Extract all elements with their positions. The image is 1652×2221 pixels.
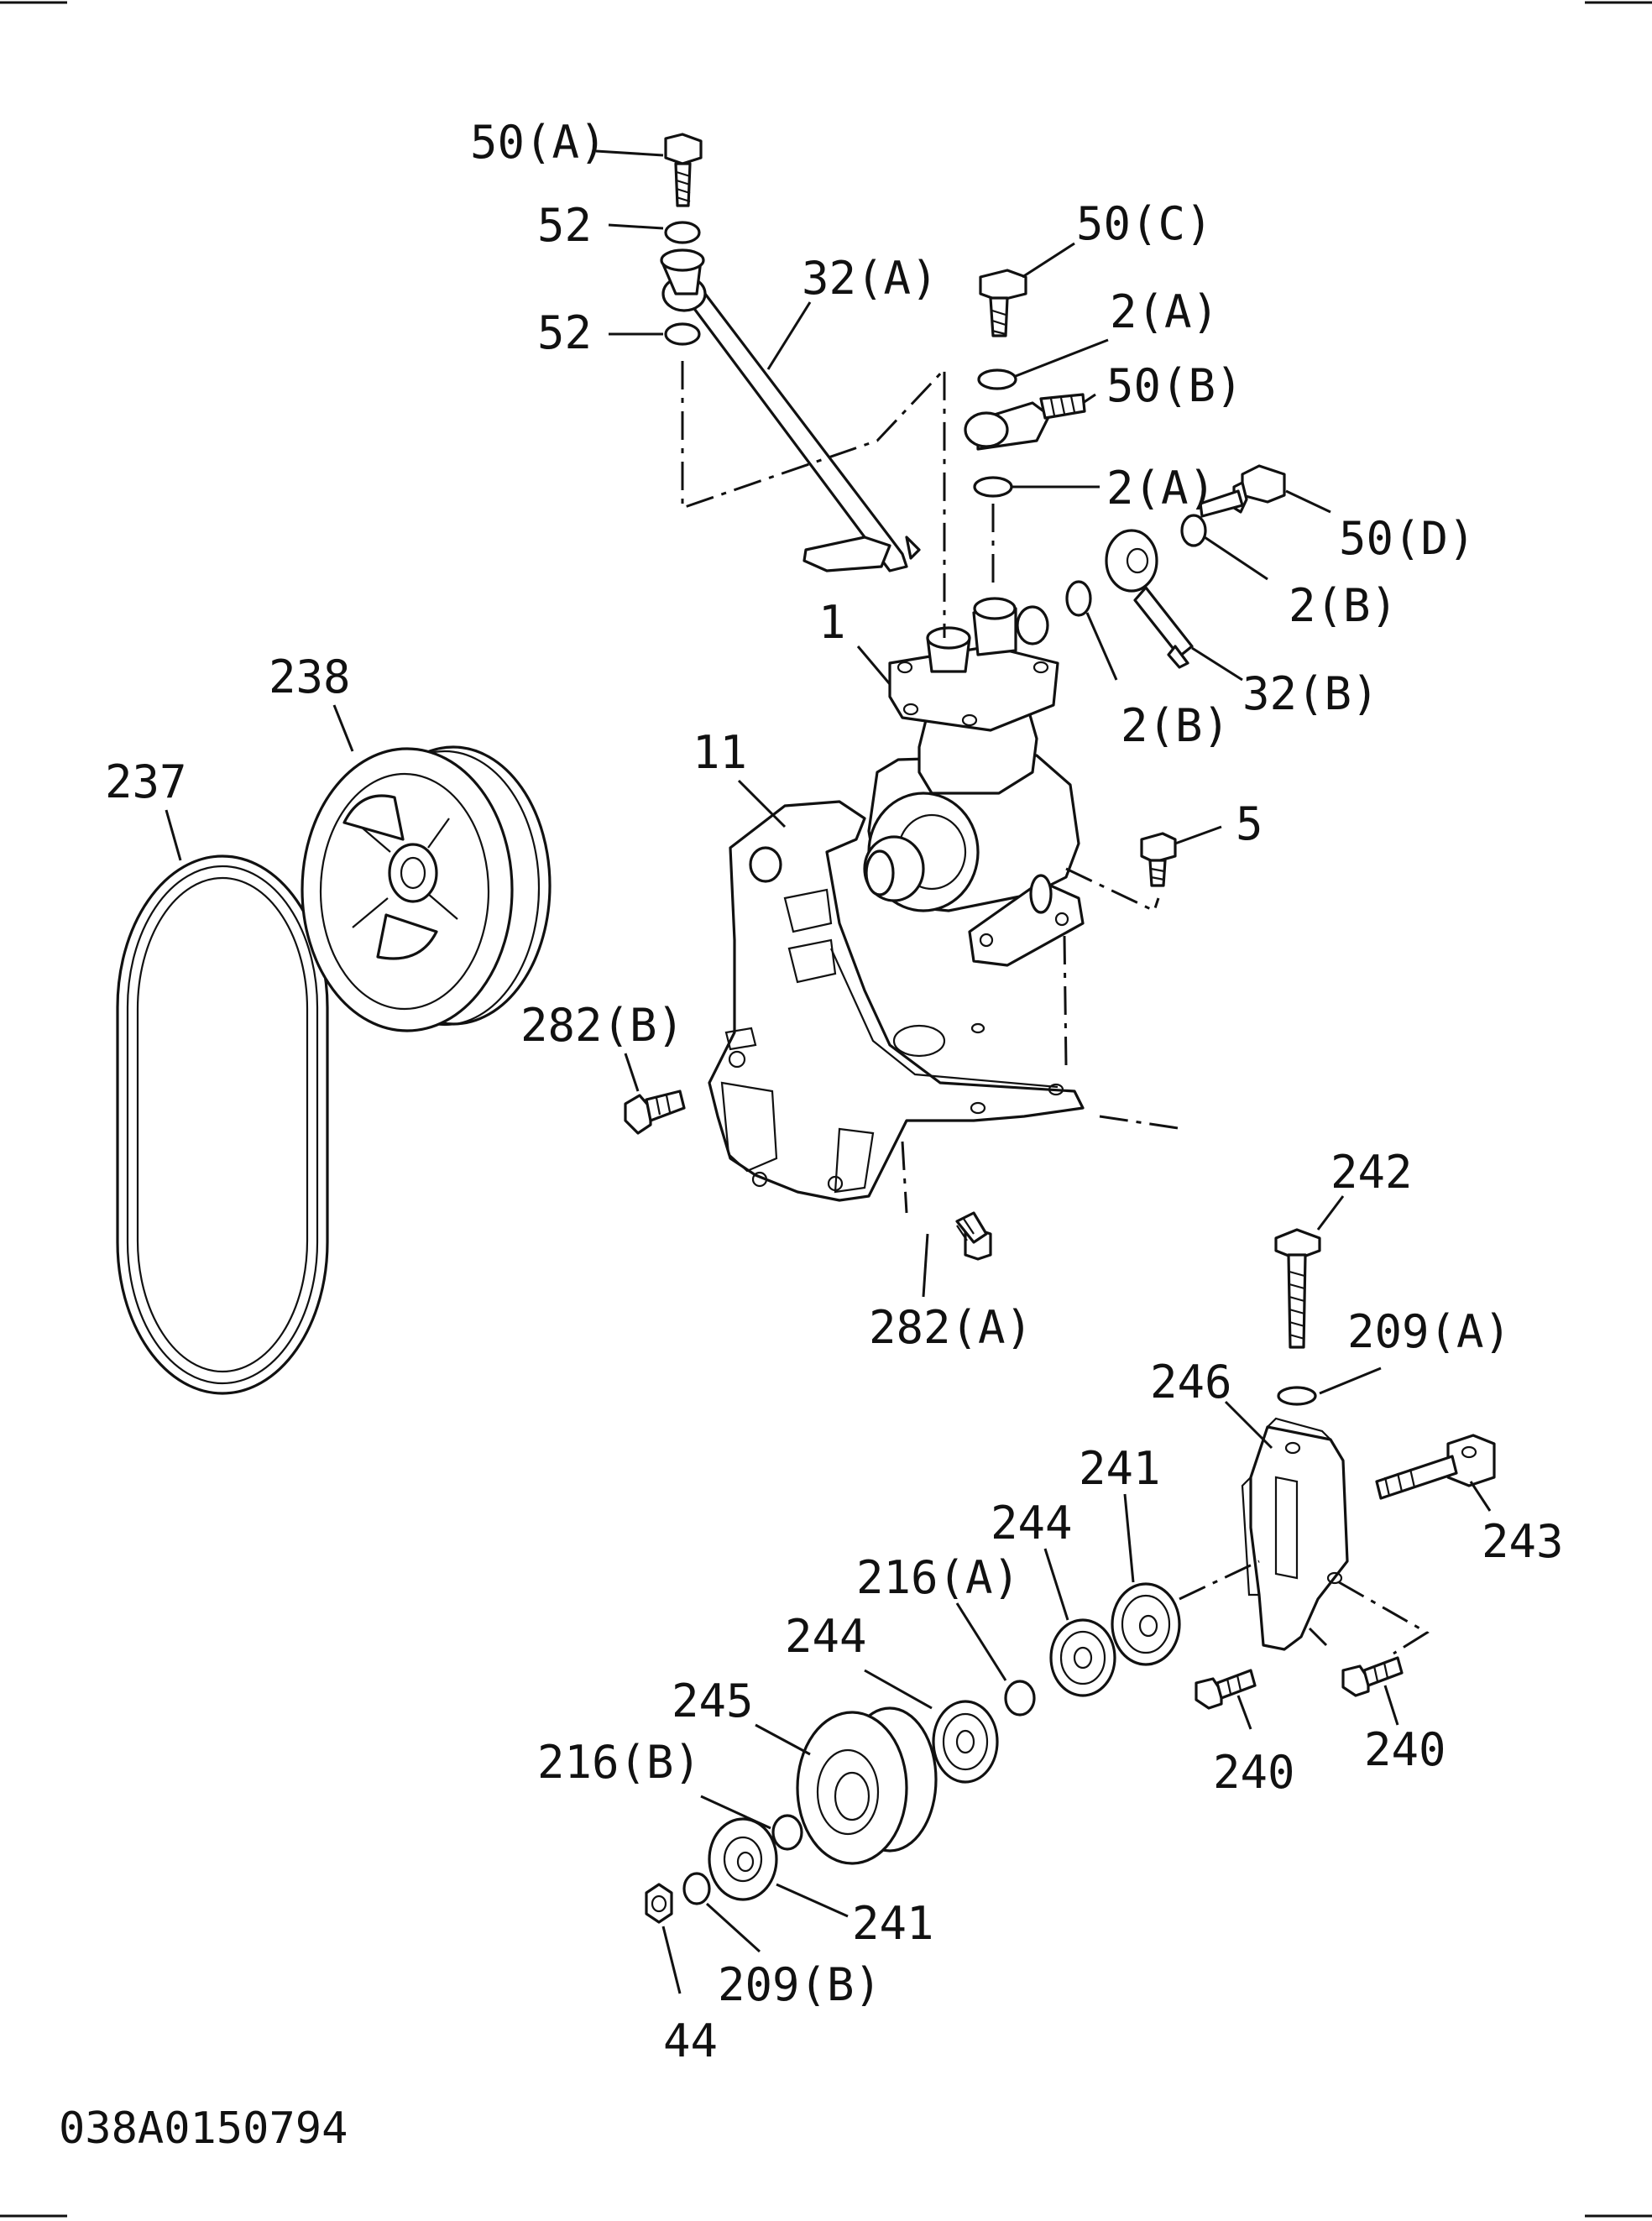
- label-244-front: 244: [785, 1610, 867, 1663]
- label-216b: 216(B): [537, 1736, 701, 1789]
- bolt-242: [1274, 1228, 1321, 1349]
- label-2b-left: 2(B): [1121, 699, 1230, 752]
- pulley-238: [301, 745, 552, 1032]
- label-240-left: 240: [1213, 1746, 1295, 1799]
- label-32a: 32(A): [802, 252, 938, 305]
- spacer-216a: [1004, 1680, 1036, 1717]
- label-44: 44: [663, 2015, 718, 2067]
- idler-pulley-241-rear: [1111, 1582, 1181, 1666]
- label-50d: 50(D): [1339, 512, 1476, 565]
- label-5: 5: [1236, 797, 1263, 850]
- bolt-282a: [955, 1211, 992, 1261]
- label-237: 237: [105, 755, 187, 808]
- washer-2a-top: [977, 368, 1017, 390]
- label-242: 242: [1330, 1146, 1413, 1199]
- label-50c: 50(C): [1076, 197, 1213, 250]
- washer-209a: [1277, 1386, 1317, 1406]
- washer-2b-right: [1180, 514, 1207, 547]
- label-2b-right: 2(B): [1289, 579, 1398, 632]
- bolt-240-left: [1195, 1669, 1257, 1710]
- label-50a: 50(A): [470, 116, 607, 169]
- tension-pulley-245: [796, 1706, 938, 1865]
- label-241-front: 241: [852, 1897, 934, 1950]
- label-32b: 32(B): [1242, 667, 1379, 720]
- bolt-282b: [624, 1090, 686, 1135]
- bearing-244-front: [932, 1700, 999, 1784]
- label-282a: 282(A): [869, 1301, 1032, 1354]
- bolt-50d: [1199, 464, 1286, 518]
- banjo-fitting-50b: [964, 393, 1086, 451]
- spacer-216b: [771, 1814, 803, 1851]
- label-216a: 216(A): [856, 1551, 1020, 1604]
- label-245: 245: [672, 1675, 754, 1727]
- banjo-fitting-32b: [1105, 529, 1194, 669]
- adjuster-bracket-246: [1241, 1417, 1349, 1651]
- label-2a-top: 2(A): [1110, 285, 1219, 338]
- label-52-top: 52: [537, 199, 592, 252]
- washer-52-top: [664, 221, 701, 244]
- label-238: 238: [269, 651, 351, 703]
- v-belt-237: [116, 854, 329, 1395]
- label-243: 243: [1482, 1515, 1564, 1568]
- adjust-bolt-243: [1375, 1434, 1496, 1500]
- label-240-right: 240: [1364, 1723, 1446, 1776]
- label-2a-bottom: 2(A): [1106, 462, 1215, 515]
- washer-52-bottom: [664, 322, 701, 346]
- label-209a: 209(A): [1347, 1305, 1511, 1358]
- label-52-bottom: 52: [537, 306, 592, 359]
- label-209b: 209(B): [718, 1958, 881, 2011]
- washer-209b: [682, 1872, 711, 1905]
- nut-44: [645, 1883, 673, 1924]
- bolt-5: [1140, 832, 1177, 887]
- compressor-1: [863, 597, 1085, 967]
- bracket-11: [708, 800, 1085, 1202]
- leader-lines: [165, 149, 1492, 1994]
- washer-2b-left: [1065, 580, 1092, 617]
- center-lines: [681, 361, 1430, 1655]
- washer-2a-bottom: [973, 476, 1013, 498]
- label-246: 246: [1150, 1356, 1232, 1408]
- bolt-50c: [979, 269, 1027, 337]
- label-11: 11: [693, 726, 747, 779]
- pipe-32a: [660, 248, 921, 572]
- figure-code: 038A0150794: [59, 2103, 348, 2154]
- bolt-240-right: [1341, 1656, 1404, 1697]
- label-1: 1: [818, 596, 846, 649]
- bolt-50a: [664, 133, 703, 207]
- label-50b: 50(B): [1106, 359, 1243, 412]
- label-282b: 282(B): [520, 999, 684, 1052]
- bearing-244-rear: [1049, 1618, 1116, 1697]
- label-241-rear: 241: [1079, 1442, 1161, 1495]
- label-244-rear: 244: [991, 1497, 1073, 1549]
- callout-labels: 50(A) 52 52 32(A) 50(C) 2(A) 50(B) 2(A) …: [105, 116, 1564, 2067]
- idler-pulley-241-front: [708, 1817, 778, 1901]
